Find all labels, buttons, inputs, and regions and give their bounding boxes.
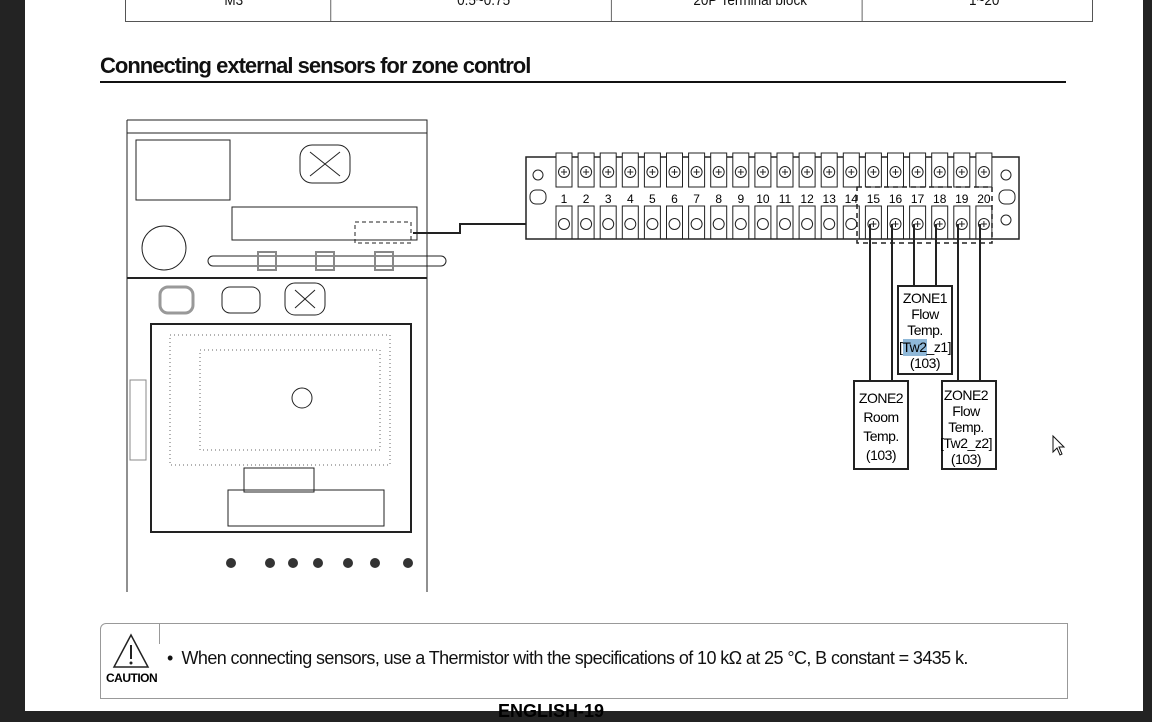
- terminal-5: 5: [643, 152, 661, 240]
- terminal-number: 20: [977, 192, 991, 206]
- page-footer: ENGLISH-19: [498, 701, 605, 721]
- sensor-label-line: Room: [863, 409, 898, 425]
- terminal-number: 8: [715, 192, 722, 206]
- terminal-13: 13: [820, 152, 838, 240]
- caution-message: • When connecting sensors, use a Thermis…: [167, 648, 968, 669]
- bullet: •: [167, 648, 173, 668]
- terminal-3: 3: [599, 152, 617, 240]
- terminal-number: 1: [561, 192, 568, 206]
- sensor-label-line: Temp.: [948, 419, 984, 435]
- terminal-number: 3: [605, 192, 612, 206]
- terminal-1: 1: [555, 152, 573, 240]
- terminal-17: 17: [909, 152, 927, 240]
- sensor-zone2-flow-temp: ZONE2 Flow Temp. [Tw2_z2] (103): [940, 380, 997, 470]
- terminal-14: 14: [842, 152, 860, 240]
- sensor-label-line: Flow: [911, 306, 940, 322]
- terminal-11: 11: [776, 152, 794, 240]
- sensor-label-line: (103): [910, 355, 940, 371]
- sensor-zone2-room-temp: ZONE2 Room Temp. (103): [853, 380, 909, 470]
- terminal-9: 9: [732, 152, 750, 240]
- table-cell: 1~20: [968, 0, 1000, 9]
- terminal-number: 15: [867, 192, 881, 206]
- terminal-block-20p: 20 19 18 17 16 15 14: [525, 152, 1020, 244]
- terminal-number: 9: [737, 192, 744, 206]
- terminal-number: 16: [889, 192, 903, 206]
- terminal-number: 5: [649, 192, 656, 206]
- terminal-number: 14: [845, 192, 859, 206]
- terminal-16: 16: [887, 152, 904, 240]
- table-cell: 20P Terminal block: [639, 0, 864, 21]
- pdf-page: M3 0.5~0.75 20P Terminal block 1~20: [25, 0, 1143, 711]
- terminal-number: 19: [955, 192, 969, 206]
- sensor-label-line: ZONE2: [859, 390, 904, 406]
- sensor-label-line: ZONE2: [944, 387, 989, 403]
- sensor-label-line: (103): [866, 447, 896, 463]
- terminal-number: 12: [800, 192, 814, 206]
- terminal-19: 19: [953, 152, 971, 240]
- terminal-2: 2: [577, 152, 595, 240]
- terminal-number: 11: [779, 192, 792, 206]
- title-rule: [100, 81, 1066, 83]
- terminal-4: 4: [621, 152, 639, 240]
- indoor-unit-illustration: [126, 119, 447, 592]
- terminal-number: 7: [693, 192, 700, 206]
- terminal-20: 20: [975, 152, 993, 240]
- terminal-number: 10: [756, 192, 770, 206]
- terminal-6: 6: [666, 152, 683, 240]
- terminal-15: 15: [864, 152, 882, 240]
- caution-text: When connecting sensors, use a Thermisto…: [181, 648, 969, 668]
- terminal-18: 18: [931, 152, 949, 240]
- terminal-number: 4: [627, 192, 634, 206]
- terminal-7: 7: [688, 152, 706, 240]
- table-cell: 0.5~0.75: [357, 0, 613, 21]
- sensor-label-line: (103): [951, 451, 981, 467]
- terminal-number: 6: [671, 192, 678, 206]
- section-title: Connecting external sensors for zone con…: [100, 53, 531, 78]
- terminal-number: 13: [823, 192, 837, 206]
- sensor-wires: [869, 224, 981, 381]
- mouse-cursor-icon: [1052, 434, 1066, 456]
- table-cell: M3: [137, 0, 332, 21]
- sensor-label-line: [Tw2_z1]: [899, 339, 951, 355]
- sensor-label-line: ZONE1: [903, 290, 948, 306]
- terminal-12: 12: [798, 152, 816, 240]
- caution-divider: [159, 624, 160, 644]
- sensor-label-line: Temp.: [863, 428, 899, 444]
- spec-table-row: M3 0.5~0.75 20P Terminal block 1~20: [125, 0, 1093, 22]
- terminal-number: 2: [583, 192, 590, 206]
- sensor-zone1-flow-temp: ZONE1 Flow Temp. [Tw2_z1] (103): [897, 285, 953, 375]
- sensor-label-line: Flow: [952, 403, 981, 419]
- sensor-label-line: [Tw2_z2]: [940, 435, 992, 451]
- text-selection-highlight: [903, 339, 927, 356]
- terminal-number: 17: [911, 192, 925, 206]
- caution-label: CAUTION: [106, 671, 158, 685]
- terminal-number: 18: [933, 192, 947, 206]
- terminal-10: 10: [754, 152, 772, 240]
- terminal-8: 8: [710, 152, 728, 240]
- caution-box: CAUTION • When connecting sensors, use a…: [100, 623, 1068, 699]
- warning-triangle-icon: [112, 633, 150, 668]
- sensor-label-line: Temp.: [907, 322, 943, 338]
